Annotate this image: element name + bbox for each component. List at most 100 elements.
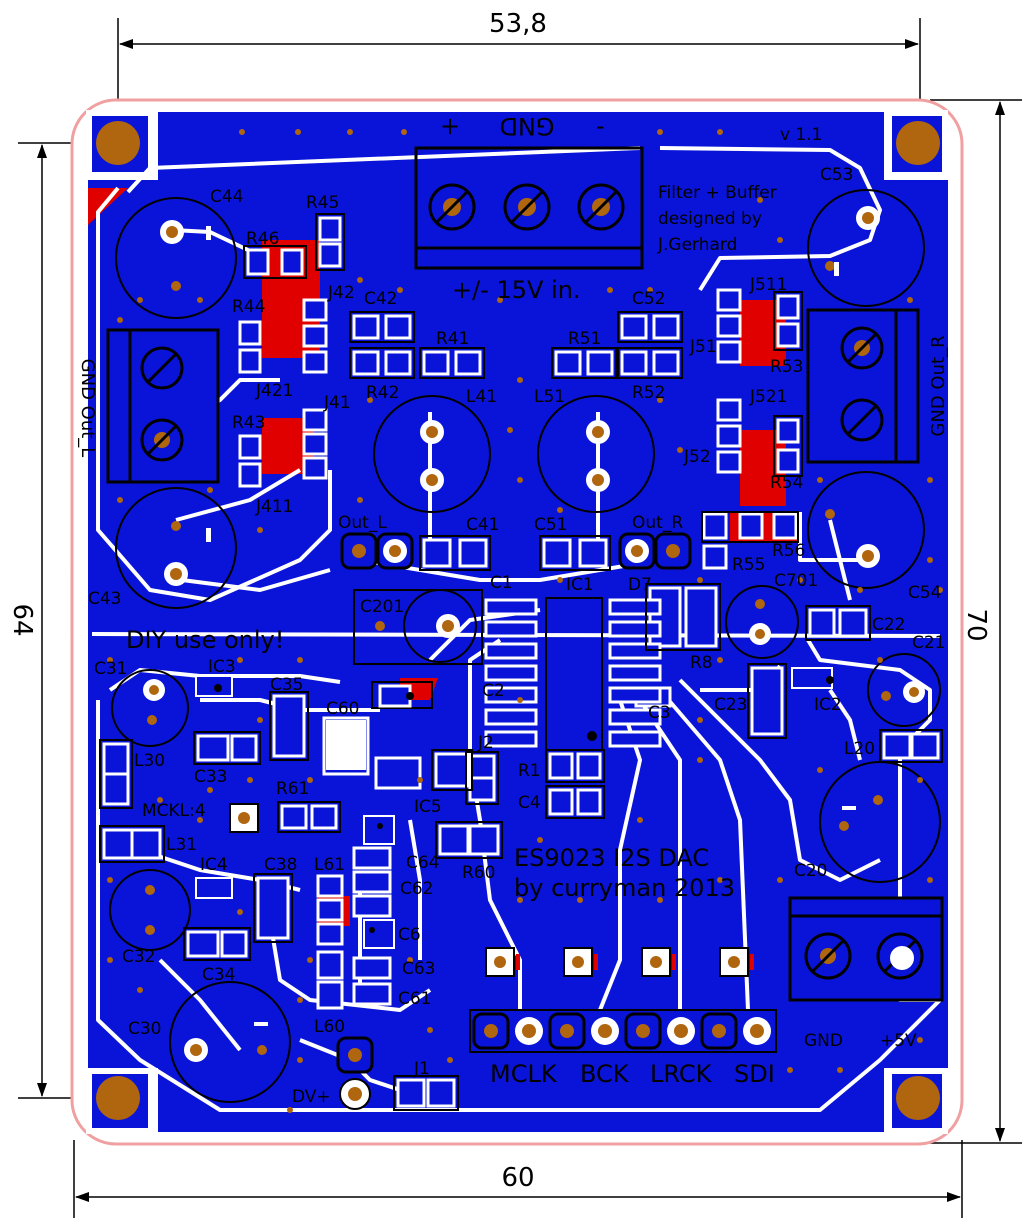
label-r42: R42	[366, 383, 399, 403]
label-c63: C63	[402, 959, 436, 979]
ic-bodies	[326, 681, 433, 770]
gnd-out-r-label: GND Out_R	[928, 335, 949, 436]
label-r56: R56	[772, 541, 805, 561]
label-r61: R61	[276, 779, 309, 799]
label-ic3: IC3	[208, 657, 236, 677]
plus-5v-label: +5V	[880, 1031, 917, 1051]
dimension-left: 64	[7, 603, 37, 636]
mcklk-label: MCKL:4	[142, 801, 206, 821]
label-j511: J511	[749, 275, 787, 295]
label-c21: C21	[912, 633, 946, 653]
dimension-right: 70	[961, 608, 991, 641]
label-c32: C32	[122, 947, 156, 967]
pin-bck-label: BCK	[580, 1060, 630, 1088]
capacitor-pads	[143, 206, 925, 1062]
label-c34: C34	[202, 965, 236, 985]
label-j2: J2	[477, 733, 494, 753]
label-c6: C6	[398, 925, 421, 945]
label-r41: R41	[436, 329, 469, 349]
component-outlines	[99, 213, 943, 1111]
label-r46: R46	[246, 229, 279, 249]
board-title-1: ES9023 I2S DAC	[514, 844, 709, 872]
smd-pads	[102, 216, 940, 1108]
small-ics	[195, 667, 834, 949]
electrolytic-capacitors	[109, 189, 941, 1103]
out-l-label: Out_L	[338, 513, 387, 533]
header-dv	[336, 1036, 374, 1110]
dv-label: DV+	[292, 1087, 331, 1107]
label-c3: C3	[648, 703, 671, 723]
label-r45: R45	[306, 193, 339, 213]
label-j421: J421	[255, 381, 293, 401]
header-i2s	[469, 1009, 777, 1053]
label-c22: C22	[872, 615, 906, 635]
board-title-2: by curryman 2013	[514, 874, 735, 902]
label-r52: R52	[632, 383, 665, 403]
label-d7: D7	[628, 575, 652, 595]
dimension-labels: 53,8 60 64 70	[7, 6, 991, 1194]
component-designators: C44 R45 R46 R44 J42 C42 R41 R42 J421 J41…	[88, 165, 946, 1079]
label-ic5: IC5	[414, 797, 442, 817]
label-c1: C1	[490, 573, 513, 593]
label-r51: R51	[568, 329, 601, 349]
label-c701: C701	[774, 571, 818, 591]
pin-mclk-label: MCLK	[490, 1060, 558, 1088]
mounting-hole-bottom-left	[96, 1076, 140, 1120]
label-c35: C35	[270, 675, 304, 695]
label-r1: R1	[518, 761, 541, 781]
label-c60: C60	[326, 699, 360, 719]
label-j52: J52	[683, 447, 711, 467]
test-leds	[229, 803, 754, 977]
mounting-hole-top-left	[96, 121, 140, 165]
label-l60: L60	[314, 1017, 345, 1037]
label-l20: L20	[844, 739, 875, 759]
label-c64: C64	[406, 853, 440, 873]
label-j41: J41	[323, 393, 351, 413]
label-r8: R8	[690, 653, 713, 673]
dimension-lines	[18, 18, 1022, 1218]
label-c201: C201	[360, 597, 404, 617]
label-c51: C51	[534, 515, 568, 535]
mounting-hole-top-right	[896, 121, 940, 165]
gnd-5v-label: GND	[804, 1031, 843, 1051]
label-c41: C41	[466, 515, 500, 535]
pin-sdi-label: SDI	[734, 1060, 775, 1088]
gnd-out-l-label: GND Out_L	[77, 359, 98, 458]
header-out	[340, 532, 692, 570]
label-l61: L61	[314, 855, 345, 875]
label-r54: R54	[770, 473, 803, 493]
label-r53: R53	[770, 357, 803, 377]
label-c38: C38	[264, 855, 298, 875]
credit-line-2: designed by	[658, 209, 762, 229]
ic1-dac-chip	[484, 597, 662, 751]
label-c53: C53	[820, 165, 854, 185]
credit-line-1: Filter + Buffer	[658, 183, 777, 203]
label-c31: C31	[94, 659, 128, 679]
gnd-top-label: GND	[499, 112, 554, 140]
label-c54: C54	[908, 583, 942, 603]
label-j521: J521	[749, 387, 787, 407]
label-j1: J1	[413, 1059, 430, 1079]
label-r44: R44	[232, 297, 265, 317]
power-in-label: +/- 15V in.	[452, 276, 581, 304]
vias	[107, 129, 943, 1113]
mounting-hole-bottom-right	[896, 1076, 940, 1120]
label-l51: L51	[534, 387, 565, 407]
out-r-label: Out_R	[632, 513, 683, 533]
plus-label: +	[440, 112, 460, 140]
label-r43: R43	[232, 413, 265, 433]
terminal-power-in	[414, 146, 644, 270]
label-r55: R55	[732, 555, 765, 575]
label-c4: C4	[518, 793, 541, 813]
label-c30: C30	[128, 1019, 162, 1039]
label-c44: C44	[210, 187, 244, 207]
label-l31: L31	[166, 835, 197, 855]
label-j42: J42	[327, 283, 355, 303]
label-c2: C2	[482, 681, 505, 701]
label-c62: C62	[400, 879, 434, 899]
label-j411: J411	[255, 497, 293, 517]
label-l41: L41	[466, 387, 497, 407]
mounting-holes	[86, 110, 948, 1134]
pin-lrck-label: LRCK	[650, 1060, 713, 1088]
